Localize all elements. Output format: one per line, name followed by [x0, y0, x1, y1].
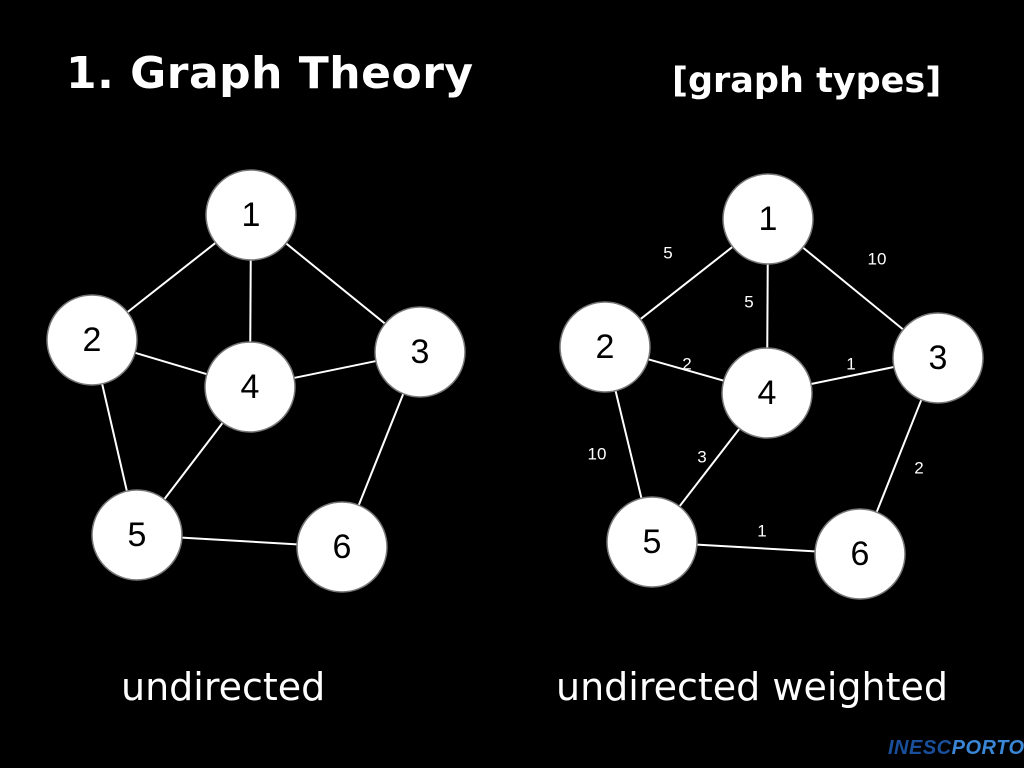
node-circle-2	[559, 301, 651, 393]
node-label-5: 5	[643, 523, 662, 561]
weighted-caption: undirected weighted	[556, 665, 949, 709]
node-3: 3	[892, 312, 984, 404]
node-3: 3	[374, 306, 466, 398]
edge-weight-1-3: 10	[868, 249, 887, 268]
node-label-3: 3	[411, 333, 430, 371]
edge-3-6	[357, 393, 405, 506]
edge-3-6	[875, 399, 923, 513]
edge-1-2	[126, 242, 217, 313]
node-label-2: 2	[596, 328, 615, 366]
edge-5-6	[696, 543, 816, 553]
edge-4-3	[293, 360, 377, 379]
edge-4-3	[810, 366, 895, 385]
edge-weight-4-5: 3	[697, 447, 706, 466]
node-label-3: 3	[929, 339, 948, 377]
edge-2-4	[134, 351, 208, 376]
node-6: 6	[296, 501, 388, 593]
edge-2-5	[614, 390, 643, 499]
logo-part-inesc: INESC	[888, 737, 952, 759]
node-6: 6	[814, 508, 906, 600]
edge-weight-2-5: 10	[588, 444, 607, 463]
edge-1-3	[285, 242, 386, 325]
node-label-1: 1	[242, 196, 261, 234]
node-2: 2	[559, 301, 651, 393]
edge-4-5	[678, 428, 741, 507]
node-circle-6	[296, 501, 388, 593]
node-1: 1	[722, 173, 814, 265]
edge-1-2	[639, 246, 734, 320]
undirected-caption: undirected	[121, 665, 326, 709]
logo-part-porto: PORTO	[951, 737, 1024, 759]
node-label-1: 1	[759, 200, 778, 238]
edge-weight-2-4: 2	[682, 354, 691, 373]
node-4: 4	[721, 347, 813, 439]
node-label-2: 2	[83, 321, 102, 359]
node-label-4: 4	[758, 374, 777, 412]
node-label-6: 6	[851, 535, 870, 573]
node-circle-4	[204, 341, 296, 433]
node-5: 5	[606, 496, 698, 588]
edge-weight-4-3: 1	[846, 354, 855, 373]
edge-weight-1-2: 5	[663, 243, 672, 262]
edge-weight-5-6: 1	[757, 521, 766, 540]
node-circle-5	[91, 489, 183, 581]
edge-1-3	[802, 246, 904, 331]
node-2: 2	[46, 294, 138, 386]
node-circle-5	[606, 496, 698, 588]
node-circle-2	[46, 294, 138, 386]
edge-4-5	[163, 422, 224, 500]
node-1: 1	[205, 169, 297, 261]
inesc-porto-logo: INESCPORTO	[888, 738, 1024, 758]
node-label-4: 4	[241, 368, 260, 406]
node-label-6: 6	[333, 528, 352, 566]
node-circle-3	[892, 312, 984, 404]
slide-title: 1. Graph Theory	[66, 48, 474, 99]
node-circle-4	[721, 347, 813, 439]
edge-2-4	[648, 358, 724, 382]
node-4: 4	[204, 341, 296, 433]
edge-weight-3-6: 2	[914, 458, 923, 477]
node-circle-3	[374, 306, 466, 398]
node-circle-6	[814, 508, 906, 600]
edge-weight-1-4: 5	[744, 292, 753, 311]
edge-2-5	[101, 383, 128, 492]
node-label-5: 5	[128, 516, 147, 554]
node-circle-1	[722, 173, 814, 265]
node-5: 5	[91, 489, 183, 581]
node-circle-1	[205, 169, 297, 261]
slide-tag: [graph types]	[672, 61, 942, 101]
edge-5-6	[181, 536, 298, 546]
